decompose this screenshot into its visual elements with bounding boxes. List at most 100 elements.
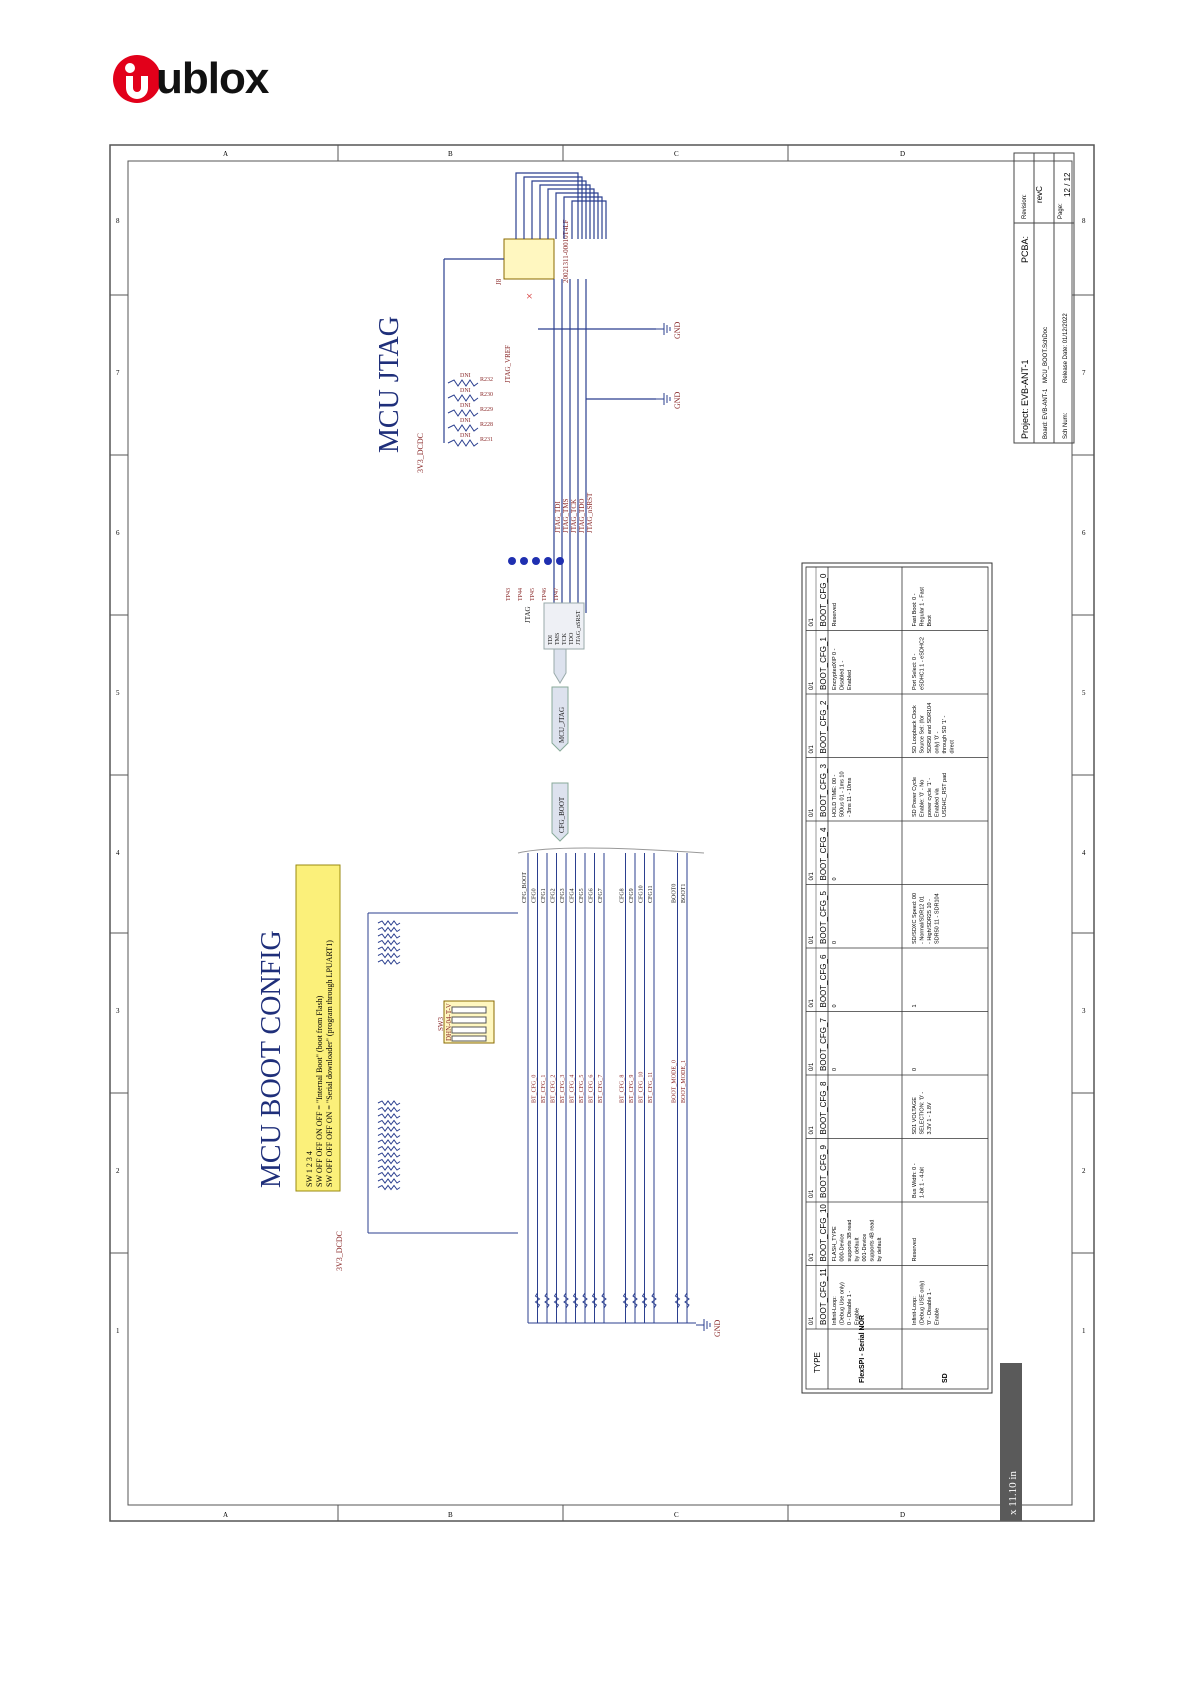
bt-net-label: BT_CFG_9 — [629, 1075, 635, 1103]
bt-net-label: BOOT_MODE_1 — [681, 1060, 687, 1103]
dni-label: DNI — [460, 373, 471, 379]
table-column-header: BOOT_CFG_7 — [819, 1018, 828, 1071]
jtag-resistor-ref: R230 — [480, 392, 493, 398]
table-value-header: 0/1 — [809, 1062, 815, 1071]
table-cell-text: 1 — [912, 1004, 918, 1007]
table-value-header: 0/1 — [809, 1125, 815, 1134]
connector-ref: J8 — [495, 278, 503, 285]
border-letter-bottom: B — [448, 1511, 453, 1519]
jtag-harness: JTAG — [524, 602, 585, 684]
table-cell-text: SDR50 11 - SDR104 — [935, 893, 941, 944]
table-value-header: 0/1 — [809, 808, 815, 817]
note-line-1: SW 1 2 3 4 — [305, 1151, 314, 1187]
table-cell-text: SD1 VOLTAGE — [912, 1097, 918, 1135]
border-number-left: 1 — [116, 1327, 120, 1335]
boot-port: CFG_BOOT — [551, 782, 569, 842]
border-number-right: 2 — [1082, 1167, 1086, 1175]
jtag-resistor-ref: R232 — [480, 377, 493, 383]
note-line-2: SW OFF OFF ON OFF = "Internal Boot" (boo… — [315, 995, 324, 1187]
boot-harness-pin: CFG2 — [551, 888, 557, 903]
tb-project: Project: EVB-ANT-1 — [1020, 359, 1030, 439]
border-number-right: 4 — [1082, 849, 1086, 857]
tb-file: MCU_BOOT.SchDoc — [1043, 327, 1049, 383]
testpoint-dot — [544, 557, 552, 565]
table-cell-text: through SD '1' - — [942, 715, 948, 753]
jtag-resistor-ref: R228 — [480, 422, 493, 428]
jtag-connector: 20021311-00010T4LF J8 × — [495, 219, 570, 303]
jtag-net-label: JTAG_nSRST — [586, 492, 594, 533]
tb-page: 12 / 12 — [1063, 172, 1072, 197]
table-cell-text: 500us 01 - 1ms 10 — [840, 771, 846, 817]
tb-release: Release Date: 01/12/2022 — [1063, 313, 1069, 383]
bt-net-label: BT_CFG_8 — [620, 1075, 626, 1103]
jtag-resistor-ref: R229 — [480, 407, 493, 413]
title-block: Project: EVB-ANT-1 PCBA: Board: EVB-ANT-… — [1013, 152, 1075, 444]
testpoint-label: TP46 — [542, 588, 548, 601]
table-column-header: BOOT_CFG_1 — [819, 637, 828, 690]
border-number-right: 8 — [1082, 217, 1086, 225]
table-cell-text: Fast Boot: 0 - — [912, 593, 918, 626]
border-letter-bottom: C — [674, 1511, 679, 1519]
boot-harness-pin: CFG10 — [639, 885, 645, 903]
table-column-header: BOOT_CFG_8 — [819, 1081, 828, 1134]
boot-harness-pin: CFG3 — [560, 888, 566, 903]
table-cell-text: Enable — [935, 1308, 941, 1325]
boot-harness-pin: BOOT0 — [672, 884, 678, 903]
connector-part: 20021311-00010T4LF — [562, 219, 570, 283]
table-cell-text: EncryptedXIP 0 - — [832, 648, 838, 690]
table-column-header: BOOT_CFG_5 — [819, 891, 828, 944]
jtag-net-label: JTAG_TCK — [570, 499, 578, 533]
table-cell-text: 0 — [832, 1004, 838, 1007]
border-number-left: 7 — [116, 369, 120, 377]
table-cell-text: 1-bit 1 - 4-bit — [920, 1167, 926, 1198]
dni-label: DNI — [460, 418, 471, 424]
table-cell-text: Port Select: 0 - — [912, 653, 918, 690]
border-letter-bottom: A — [223, 1511, 228, 1519]
note-line-3: SW OFF OFF OFF ON = "Serial downloader" … — [325, 940, 334, 1187]
svg-text:JTAG: JTAG — [524, 606, 532, 623]
table-cell-text: SELECTION: '0' - — [920, 1092, 926, 1135]
testpoint-label: TP43 — [506, 588, 512, 601]
jtag-power-label: 3V3_DCDC — [416, 433, 425, 473]
table-column-header: BOOT_CFG_3 — [819, 764, 828, 817]
table-column-header: BOOT_CFG_10 — [819, 1204, 828, 1262]
nc-mark-icon: × — [526, 289, 533, 303]
jtag-title: MCU JTAG — [374, 316, 405, 453]
boot-harness-pin: CFG11 — [648, 886, 654, 903]
table-cell-text: Disabled 1 - — [840, 660, 846, 690]
table-cell-text: 0 — [912, 1068, 918, 1071]
table-cell-text: Enabled — [847, 670, 853, 690]
table-cell-text: 0 — [832, 1068, 838, 1071]
table-column-header: BOOT_CFG_11 — [819, 1268, 828, 1325]
bt-net-label: BT_CFG_11 — [648, 1072, 654, 1103]
table-cell-text: - 3ms 11 - 10ms — [847, 777, 853, 817]
bt-net-label: BT_CFG_3 — [560, 1075, 566, 1103]
table-cell-text: by default — [855, 1237, 861, 1261]
table-cell-text: Bus Width: 0 - — [912, 1163, 918, 1198]
border-letter-top: B — [448, 150, 453, 158]
border-number-right: 1 — [1082, 1327, 1086, 1335]
svg-text:GND: GND — [713, 1319, 722, 1337]
table-row-type: SD — [942, 1373, 949, 1383]
ublox-logo: ublox — [112, 52, 269, 110]
table-cell-text: USDHC_RST pad — [942, 773, 948, 817]
viewer-badge: x 11.10 in — [1000, 1363, 1022, 1521]
table-value-header: 0/1 — [809, 1316, 815, 1325]
border-number-right: 6 — [1082, 529, 1086, 537]
boot-port-label: CFG_BOOT — [558, 796, 566, 833]
bt-net-label: BT_CFG_2 — [551, 1075, 557, 1103]
boot-harness-pin: BOOT1 — [681, 884, 687, 903]
table-cell-text: Infinit-Loop: — [912, 1296, 918, 1325]
gnd-symbol-1: GND — [656, 321, 682, 339]
dni-label: DNI — [460, 388, 471, 394]
border-number-left: 5 — [116, 689, 120, 697]
dni-label: DNI — [460, 403, 471, 409]
jtag-port: MCU_JTAG — [551, 686, 569, 752]
bt-net-label: BT_CFG_1 — [541, 1075, 547, 1103]
border-letter-top: C — [674, 150, 679, 158]
